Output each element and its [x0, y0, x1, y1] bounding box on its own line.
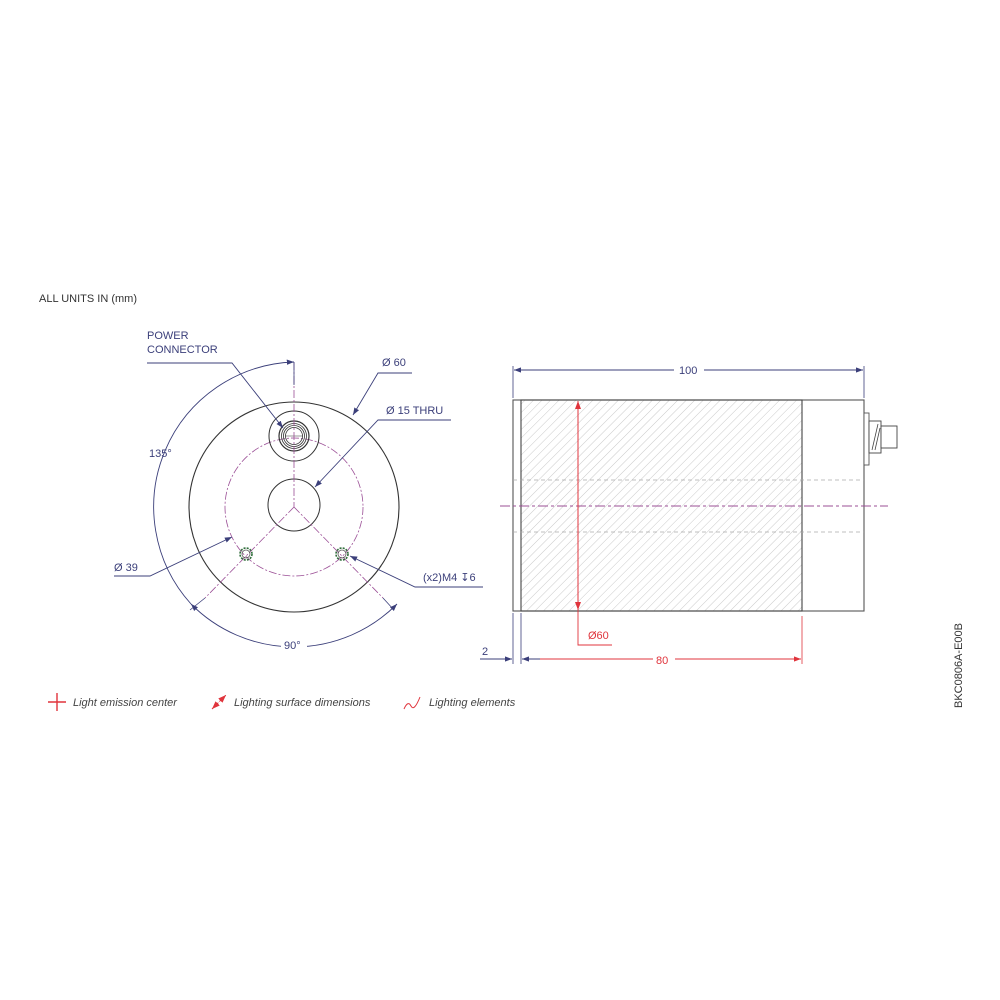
- overall-length-label: 100: [679, 365, 697, 377]
- legend-label-lighting-elements: Lighting elements: [429, 697, 516, 709]
- mount-hole-right: [335, 547, 349, 561]
- front-view: 135° 90° POWER CONNECTOR Ø 60 Ø 15 THRU …: [114, 330, 483, 652]
- bolt-circle-label: Ø 39: [114, 562, 138, 574]
- outer-diameter-label: Ø 60: [382, 357, 406, 369]
- legend-label-surface-dimensions: Lighting surface dimensions: [234, 697, 371, 709]
- angle-135-label: 135°: [149, 448, 172, 460]
- front-offset-label: 2: [482, 646, 488, 658]
- units-note: ALL UNITS IN (mm): [39, 293, 137, 305]
- legend-label-emission-center: Light emission center: [73, 697, 178, 709]
- center-hole-label: Ø 15 THRU: [386, 405, 443, 417]
- connector-flange: [863, 412, 870, 466]
- angle-90-label: 90°: [284, 640, 301, 652]
- lighting-diameter-label: Ø60: [588, 630, 609, 642]
- power-connector-label-2: CONNECTOR: [147, 344, 218, 356]
- mount-hole-left: [239, 547, 253, 561]
- part-number: BKC0806A-E00B: [953, 623, 965, 708]
- lighting-area: [520, 399, 803, 612]
- side-view: 100 Ø60 2 80: [480, 362, 898, 667]
- red-double-arrow-icon: [211, 694, 227, 710]
- power-connector-label-1: POWER: [147, 330, 189, 342]
- connector-plug: [880, 425, 898, 449]
- angle-135-arc: [153, 359, 295, 605]
- mount-holes-label: (x2)M4 ↧6: [423, 572, 476, 584]
- legend: Light emission center Lighting surface d…: [48, 693, 516, 711]
- red-cross-icon: [48, 693, 66, 711]
- lighting-length-label: 80: [656, 655, 668, 667]
- red-wave-icon: [403, 696, 421, 710]
